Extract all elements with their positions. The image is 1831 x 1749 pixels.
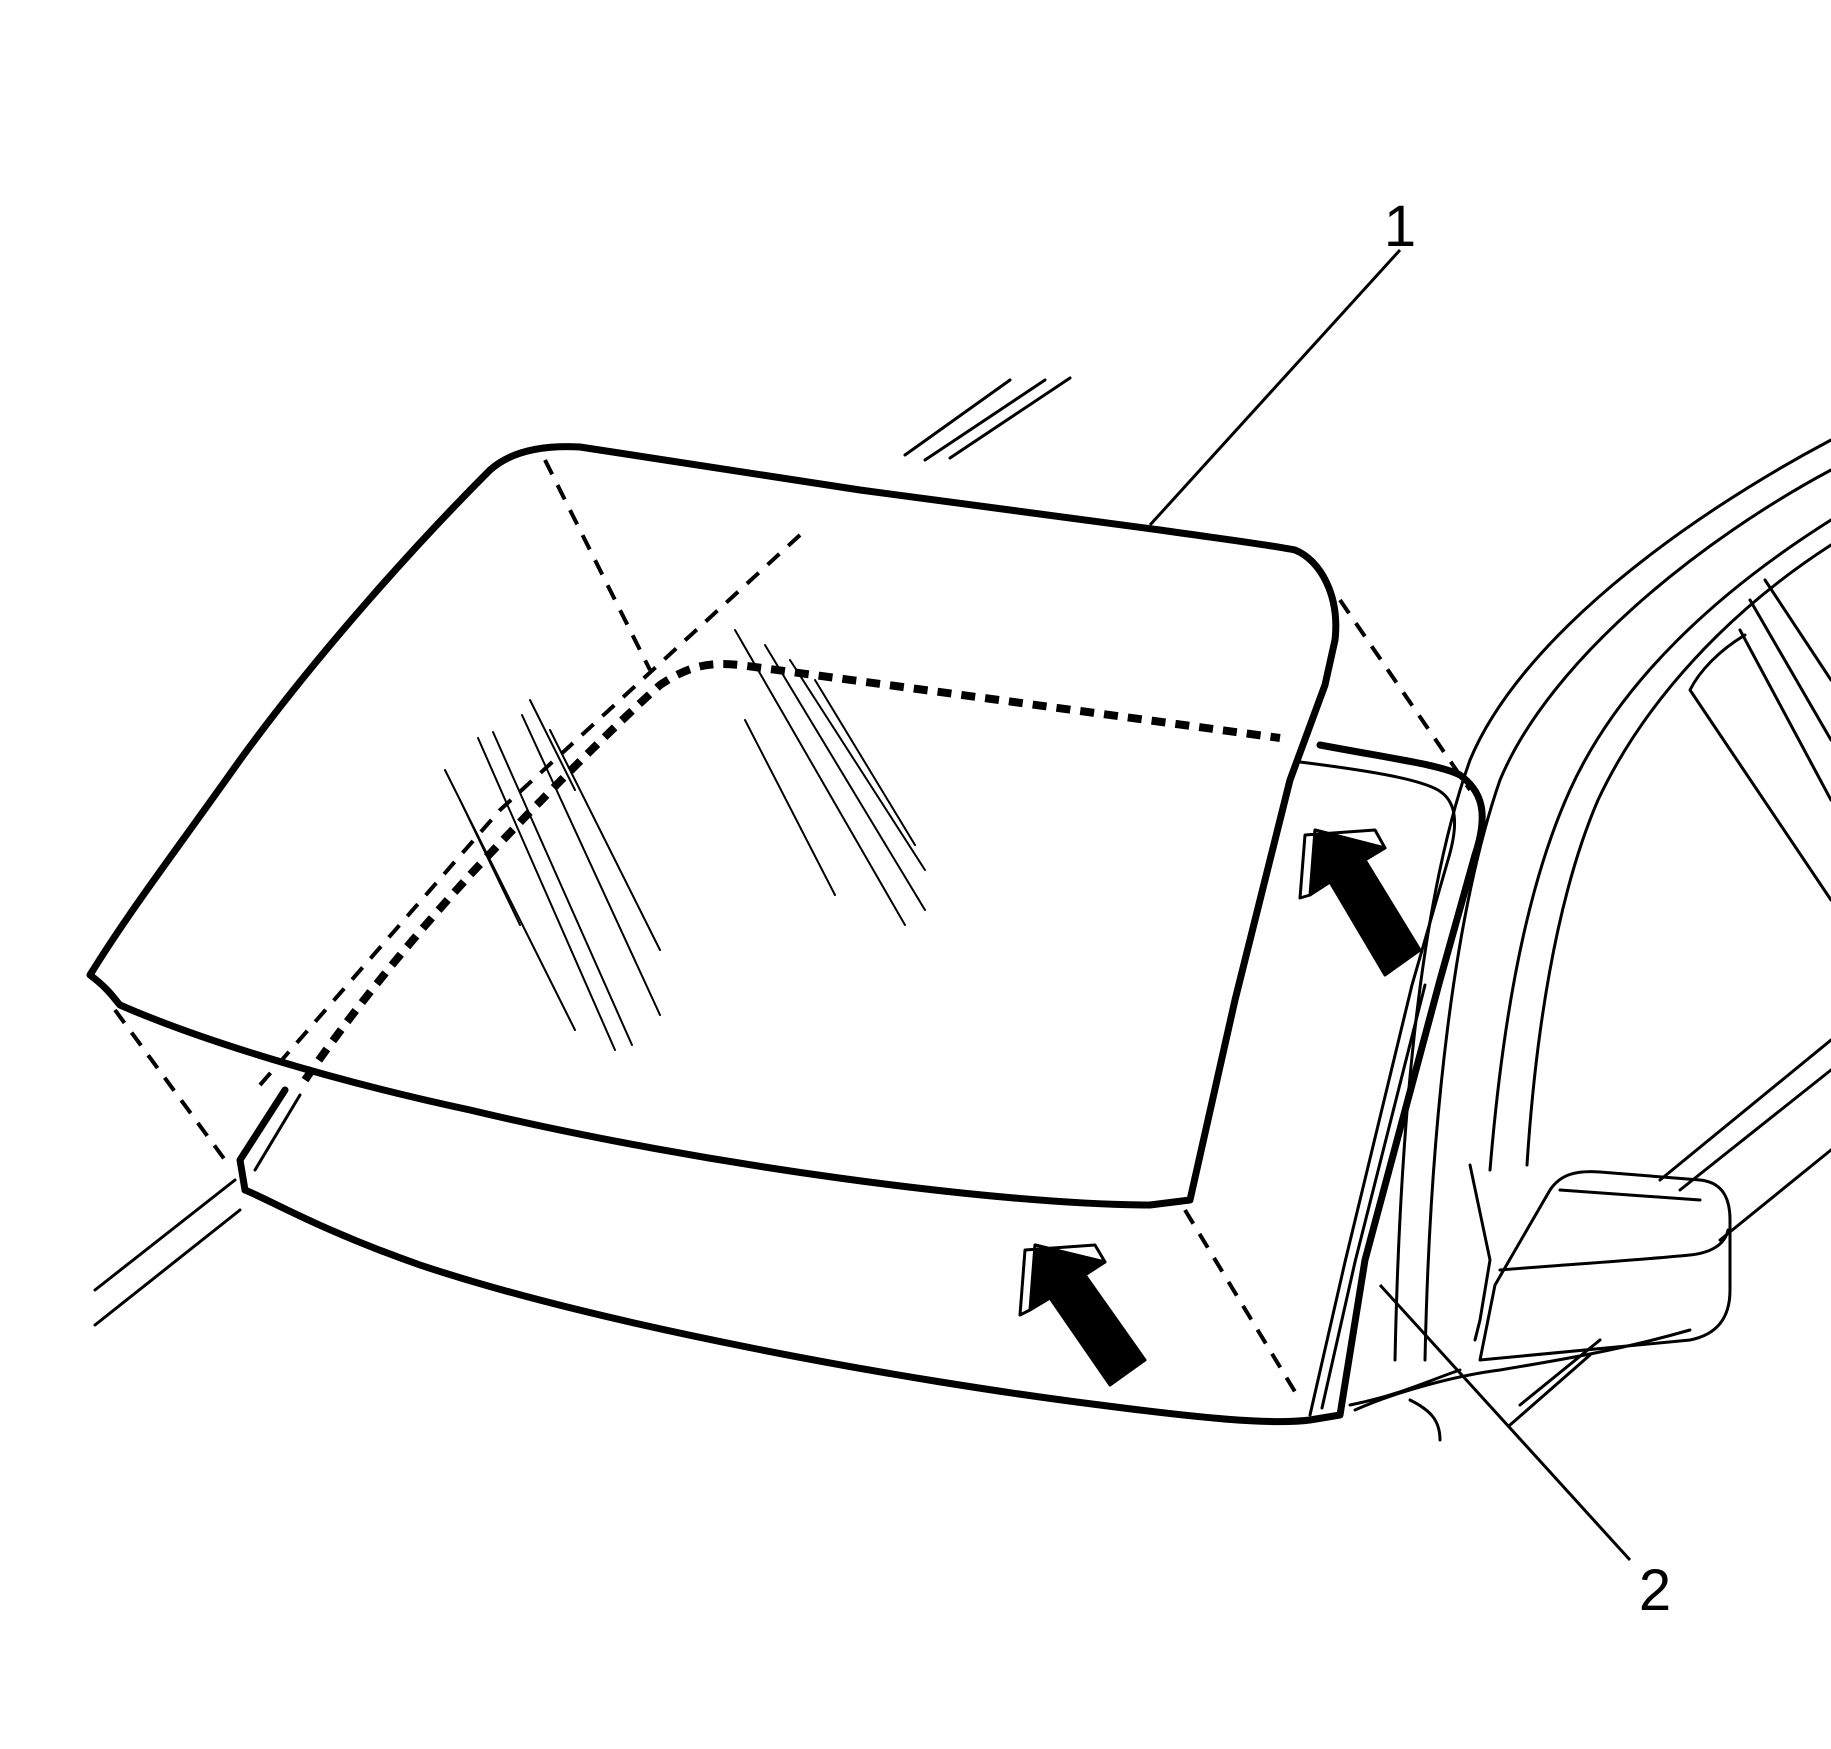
windshield-opening [236, 741, 1486, 1426]
callout-2-leader-visible [1378, 1283, 1632, 1562]
glare-line [521, 714, 661, 1016]
mirror-face [1498, 1228, 1730, 1272]
alignment-line-top [543, 459, 652, 671]
alignment-line-bottom [1183, 1208, 1302, 1402]
mirror-top-detail [1558, 1188, 1702, 1202]
alignment-line-right-top [1338, 598, 1472, 792]
glare-line [734, 629, 906, 926]
glare-line [549, 729, 661, 951]
install-arrow-lower-icon [1028, 1243, 1147, 1387]
mirror-mount [1468, 1163, 1492, 1342]
door-glass-top [1688, 633, 1831, 902]
door-frame-inner [1525, 543, 1831, 1167]
fender-line [1353, 1328, 1692, 1412]
frit-corner-line [258, 533, 802, 1087]
install-arrow-lower-highlight [1018, 1243, 1107, 1317]
side-mirror [1468, 1163, 1732, 1362]
glare-line [477, 737, 616, 1051]
install-arrow-upper [1298, 828, 1422, 977]
a-pillar-outer [1393, 438, 1831, 1362]
windshield-outline [86, 443, 1340, 1209]
alignment-line-left [113, 1008, 227, 1162]
opening-flange-outer [241, 741, 1486, 1426]
glare-line [789, 659, 926, 871]
a-pillar-inner [1423, 468, 1831, 1362]
vehicle-body [93, 376, 1831, 1442]
callout-2-label: 2 [1639, 1558, 1671, 1623]
callout-1-leader [1148, 248, 1402, 527]
glass-reflection [444, 629, 926, 1051]
glare-line [459, 799, 521, 926]
glare-line [764, 644, 926, 911]
glare-line [529, 699, 576, 791]
door-frame-outer [1488, 518, 1831, 1172]
pillar-bead-line [1320, 983, 1427, 1410]
windshield-glass [86, 443, 1340, 1209]
hood-left-edge [93, 1178, 242, 1327]
frit-border [301, 660, 1281, 1083]
door-glass-edge [1738, 578, 1831, 802]
cowl-line [1348, 1368, 1462, 1407]
install-arrow-lower [1018, 1243, 1147, 1387]
opening-left-flange-inner [253, 1093, 302, 1172]
fender-crease [1408, 1398, 1442, 1442]
opening-left-flange [236, 1086, 289, 1194]
mirror-housing [1478, 1170, 1732, 1362]
install-arrow-upper-highlight [1298, 828, 1387, 900]
glare-line [814, 679, 916, 846]
glare-line [744, 719, 836, 896]
opening-flange-inner [1298, 760, 1457, 1417]
roof-edge [903, 376, 1072, 462]
glare-line [492, 731, 633, 1046]
install-arrow-upper-icon [1308, 828, 1422, 977]
belt-line [1658, 1038, 1831, 1192]
alignment-lines [113, 459, 1472, 1402]
belt-line-lower [1718, 1148, 1831, 1242]
callout-1-label: 1 [1384, 194, 1416, 259]
